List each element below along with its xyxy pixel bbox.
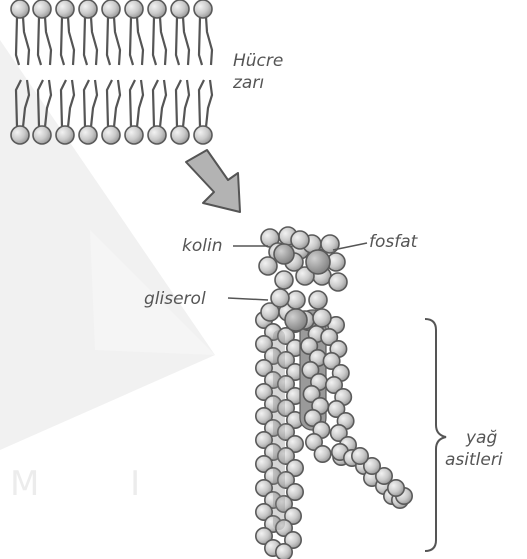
membrane-head-top (102, 0, 120, 18)
watermark-letters: M I (10, 464, 180, 504)
arrow-icon (186, 150, 240, 212)
choline-bead (259, 257, 277, 275)
choline-bead (291, 231, 309, 249)
membrane-head-top (148, 0, 166, 18)
membrane-head-bottom (79, 126, 97, 144)
nitrogen-bead (274, 244, 294, 264)
glycerol-label: gliserol (144, 289, 206, 309)
membrane-phospholipid (79, 0, 97, 144)
choline-bead (275, 271, 293, 289)
fatty-acids-brace (425, 319, 446, 551)
membrane-head-top (56, 0, 74, 18)
choline-label: kolin (182, 236, 222, 256)
glycerol-bead (309, 291, 327, 309)
phosphate-bead (329, 273, 347, 291)
membrane-phospholipid (171, 0, 189, 144)
glycerol-bead (287, 291, 305, 309)
membrane-head-bottom (56, 126, 74, 144)
membrane-phospholipid (125, 0, 143, 144)
fatty-acid-bead (276, 544, 292, 559)
membrane-head-bottom (33, 126, 51, 144)
membrane-head-top (33, 0, 51, 18)
phosphate-label: fosfat (369, 232, 417, 252)
fatty-acid-bead (314, 446, 330, 462)
membrane-head-top (194, 0, 212, 18)
membrane-head-bottom (125, 126, 143, 144)
membrane-head-bottom (194, 126, 212, 144)
membrane-phospholipid (194, 0, 212, 144)
membrane-head-bottom (11, 126, 29, 144)
membrane-head-top (171, 0, 189, 18)
membrane-head-top (79, 0, 97, 18)
fatty-acids-label-line1: yağ (466, 428, 497, 448)
phospholipid-molecule (256, 227, 412, 559)
membrane-head-bottom (148, 126, 166, 144)
membrane-phospholipid (102, 0, 120, 144)
glycerol-leader-line (228, 298, 268, 300)
glycerol-bead (313, 309, 331, 327)
membrane-phospholipid (56, 0, 74, 144)
fatty-acids-label-line2: asitleri (445, 450, 503, 470)
phosphate-bead (321, 235, 339, 253)
phosphorus-bead (306, 250, 330, 274)
membrane-label-line1: Hücre (233, 51, 283, 71)
glycerol-bead (271, 289, 289, 307)
membrane-head-top (125, 0, 143, 18)
membrane-head-bottom (171, 126, 189, 144)
membrane-head-bottom (102, 126, 120, 144)
membrane-head-top (11, 0, 29, 18)
glycerol-center-bead (285, 309, 307, 331)
fatty-acid-bead (352, 448, 368, 464)
membrane-phospholipid (148, 0, 166, 144)
membrane-label-line2: zarı (233, 73, 264, 93)
